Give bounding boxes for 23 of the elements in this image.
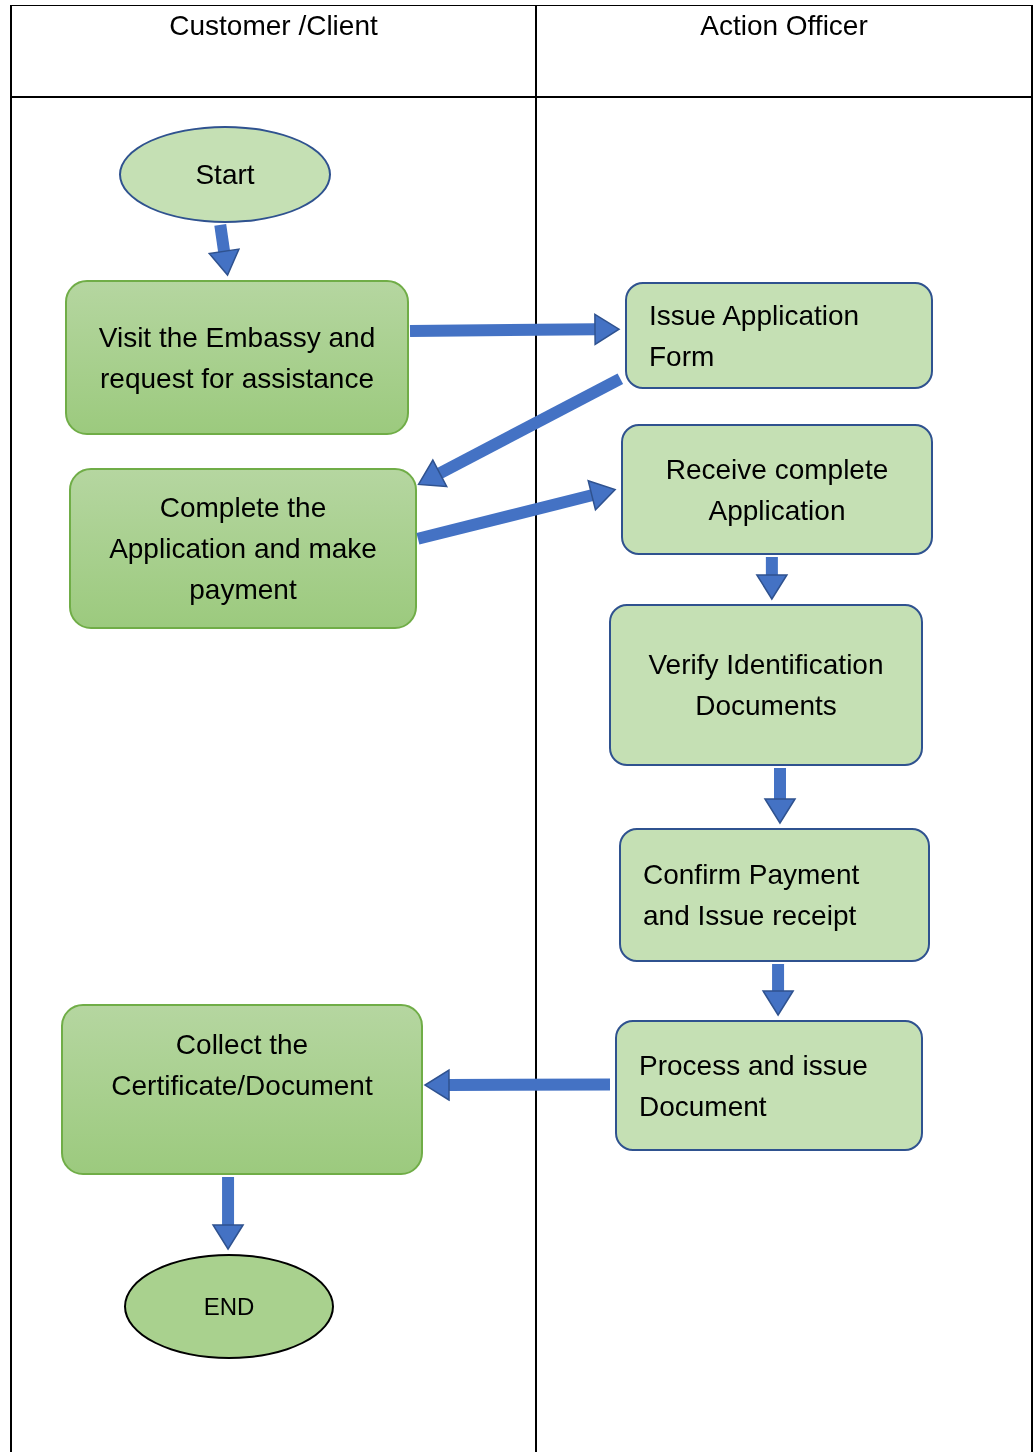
- process-box: Receive complete Application: [621, 424, 933, 555]
- swimlane-column: [10, 5, 535, 1452]
- lane-header: Action Officer: [537, 6, 1031, 98]
- block-arrow: [409, 313, 620, 346]
- block-arrow: [762, 964, 794, 1016]
- block-arrow: [208, 224, 240, 276]
- process-box: Verify Identification Documents: [609, 604, 923, 766]
- lane-header: Customer /Client: [12, 6, 535, 98]
- process-box: Complete the Application and make payment: [69, 468, 417, 629]
- block-arrow: [756, 557, 788, 600]
- swimlane-column: [535, 5, 1033, 1452]
- process-box: Confirm Payment and Issue receipt: [619, 828, 930, 962]
- process-box: Collect the Certificate/Document: [61, 1004, 423, 1175]
- process-box: Issue Application Form: [625, 282, 933, 389]
- process-box: Visit the Embassy and request for assistance: [65, 280, 409, 435]
- process-box: Process and issue Document: [615, 1020, 923, 1151]
- block-arrow: [417, 373, 624, 488]
- block-arrow: [416, 480, 616, 545]
- start-oval: Start: [119, 126, 331, 223]
- block-arrow: [212, 1177, 244, 1250]
- block-arrow: [424, 1069, 611, 1101]
- end-oval: END: [124, 1254, 334, 1359]
- block-arrow: [764, 768, 796, 824]
